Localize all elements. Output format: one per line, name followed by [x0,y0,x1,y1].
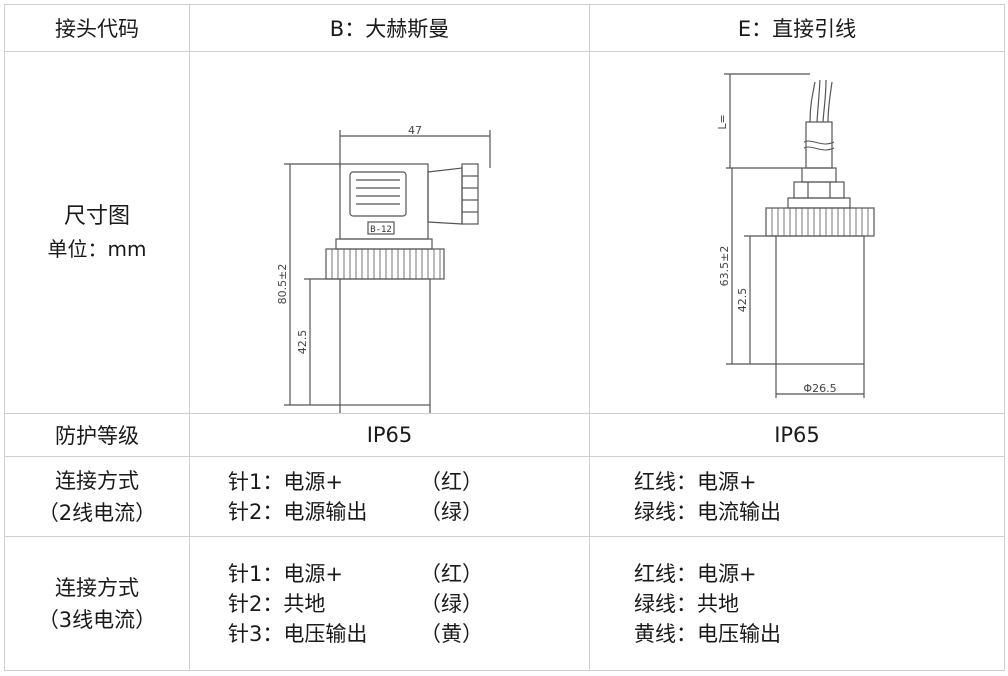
three-wire-b-pin1-text: 针1：电源+ [228,561,343,586]
three-wire-b-pin1-color: （红） [420,561,483,586]
drawing-label-title: 尺寸图 [63,203,130,229]
three-wire-label: 连接方式 （3线电流） [4,536,190,671]
b-dimension-drawing: 47 B-12 80.5±2 42.5 [276,124,491,413]
three-wire-b-pin2-color: （绿） [420,591,483,616]
drawing-row: 尺寸图 单位：mm [4,51,1005,414]
two-wire-b-pin1: 针1：电源+ （红） [228,467,589,497]
three-wire-e-line2: 绿线：共地 [634,591,739,616]
e-cable-length-dim: L= [716,114,729,129]
three-wire-b-pin2-text: 针2：共地 [228,591,326,616]
two-wire-e-line2: 绿线：电流输出 [634,499,781,524]
drawing-label-cell: 尺寸图 单位：mm [4,51,190,414]
protection-e-value: IP65 [589,413,1005,457]
e-dimension-drawing: L= 63.5±2 42.5 Φ26.5 [716,73,875,398]
protection-label: 防护等级 [4,413,190,457]
two-wire-e-line1: 红线：电源+ [634,469,757,494]
two-wire-b-cell: 针1：电源+ （红） 针2：电源输出 （绿） [189,456,590,537]
header-e-direct-lead: E：直接引线 [589,4,1005,52]
three-wire-e-line1: 红线：电源+ [634,561,757,586]
two-wire-b-pin1-text: 针1：电源+ [228,469,343,494]
three-wire-b-pin1: 针1：电源+ （红） [228,559,589,589]
three-wire-row: 连接方式 （3线电流） 针1：电源+ （红） 针2：共地 （绿） 针3：电压输出 （黄… [4,536,1005,671]
three-wire-label-line2: （3线电流） [37,607,157,632]
three-wire-label-line1: 连接方式 [55,575,139,600]
header-row: 接头代码 B：大赫斯曼 E：直接引线 [4,4,1005,52]
three-wire-e-cell: 红线：电源+ 绿线：共地 黄线：电压输出 [589,536,1005,671]
drawing-e-cell: L= 63.5±2 42.5 Φ26.5 [589,51,1005,414]
three-wire-b-pin3-text: 针3：电压输出 [228,621,368,646]
drawing-label-unit: 单位：mm [47,236,147,261]
two-wire-b-pin2-text: 针2：电源输出 [228,499,368,524]
b-width-dim: 47 [408,124,422,137]
three-wire-b-pin3: 针3：电压输出 （黄） [228,619,589,649]
e-body-height-dim: 42.5 [736,288,749,313]
three-wire-b-cell: 针1：电源+ （红） 针2：共地 （绿） 针3：电压输出 （黄） [189,536,590,671]
two-wire-label-line1: 连接方式 [55,468,139,493]
drawing-b-cell: 47 B-12 80.5±2 42.5 [189,51,590,414]
protection-b-value: IP65 [189,413,590,457]
three-wire-b-pin3-color: （黄） [420,621,483,646]
two-wire-b-pin2-color: （绿） [420,499,483,524]
two-wire-label-line2: （2线电流） [37,500,157,525]
e-diameter-dim: Φ26.5 [803,382,836,395]
three-wire-b-pin2: 针2：共地 （绿） [228,589,589,619]
two-wire-b-pin1-color: （红） [420,469,483,494]
b-body-height-dim: 42.5 [296,330,309,355]
header-b-hirschmann: B：大赫斯曼 [189,4,590,52]
spec-table: 接头代码 B：大赫斯曼 E：直接引线 尺寸图 单位：mm [4,4,1005,671]
b-model-tag: B-12 [370,225,392,235]
three-wire-e-line3: 黄线：电压输出 [634,621,781,646]
b-total-height-dim: 80.5±2 [276,264,289,305]
two-wire-e-cell: 红线：电源+ 绿线：电流输出 [589,456,1005,537]
protection-row: 防护等级 IP65 IP65 [4,413,1005,457]
two-wire-label: 连接方式 （2线电流） [4,456,190,537]
header-connector-code: 接头代码 [4,4,190,52]
two-wire-b-pin2: 针2：电源输出 （绿） [228,497,589,527]
e-total-height-dim: 63.5±2 [718,246,731,287]
two-wire-row: 连接方式 （2线电流） 针1：电源+ （红） 针2：电源输出 （绿） 红线：电源+ … [4,456,1005,537]
